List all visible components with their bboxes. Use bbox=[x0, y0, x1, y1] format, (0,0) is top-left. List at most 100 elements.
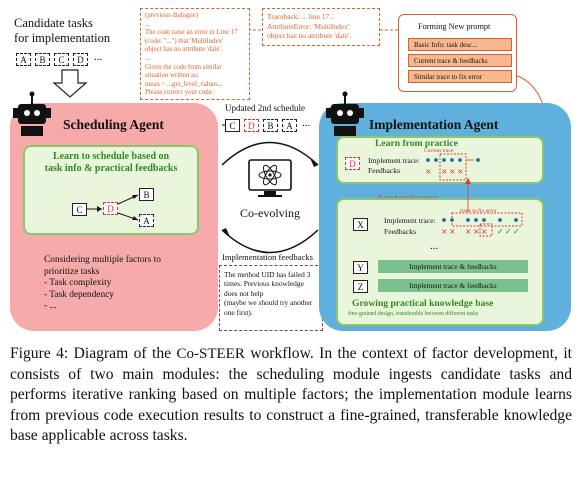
traceback-note: Traceback: ... line 17... AttributeError… bbox=[262, 8, 380, 46]
prompt-item-basic: Basic Info: task desc... bbox=[408, 38, 512, 51]
implementation-agent-title: Implementation Agent bbox=[369, 117, 499, 132]
schedule-task-d: D bbox=[244, 119, 259, 132]
feedback-note: The method UID has failed 3 times. Previ… bbox=[219, 265, 323, 331]
note-line: (previous dialogue) bbox=[145, 12, 199, 19]
schedule-task-c: C bbox=[225, 119, 240, 132]
svg-text:×: × bbox=[457, 167, 464, 176]
svg-text:✓: ✓ bbox=[505, 227, 512, 236]
candidate-task-b: B bbox=[35, 53, 50, 66]
note-line: object has no attribute 'date'. bbox=[145, 46, 223, 54]
graph-node-c: C bbox=[72, 203, 87, 216]
found-error-label: Found similar error bbox=[378, 193, 437, 202]
svg-text:×: × bbox=[425, 167, 432, 176]
graph-node-a: A bbox=[139, 214, 154, 227]
kb-task-z: Z bbox=[353, 280, 368, 293]
practice-line2: Feedbacks bbox=[368, 166, 401, 175]
candidate-line1: Candidate tasks bbox=[14, 16, 93, 30]
svg-text:×: × bbox=[481, 227, 488, 236]
candidate-task-c: C bbox=[54, 53, 69, 66]
factor-line: - ... bbox=[44, 301, 57, 312]
candidate-ellipsis: ... bbox=[94, 51, 103, 63]
caption-prefix: Figure 4: Diagram of the bbox=[10, 345, 177, 362]
learn-line: Learn to schedule based on bbox=[52, 151, 170, 162]
practice-line1: Implement trace: bbox=[368, 156, 420, 165]
svg-text:×: × bbox=[449, 167, 456, 176]
prompt-title: Forming New prompt bbox=[418, 22, 491, 31]
figure-caption: Figure 4: Diagram of the Co-STEER workfl… bbox=[10, 344, 572, 447]
note-line: (code: "...") that 'MultiIndex' bbox=[145, 37, 224, 45]
svg-text:✓: ✓ bbox=[497, 227, 504, 236]
kb-ellipsis: ... bbox=[430, 240, 439, 252]
note-line: situation written as: bbox=[145, 72, 199, 80]
updated-schedule-label: Updated 2nd schedule bbox=[225, 103, 305, 113]
note-line: AttributeError: 'MultiIndex' bbox=[267, 21, 350, 31]
current-trace-label: Current trace bbox=[424, 148, 454, 154]
graph-node-d: D bbox=[103, 202, 118, 215]
schedule-ellipsis: ... bbox=[302, 117, 311, 129]
trace-fix-label: trace to fix error bbox=[460, 208, 497, 214]
kb-x-line2: Feedbacks bbox=[384, 227, 417, 236]
schedule-task-a: A bbox=[282, 119, 297, 132]
svg-text:×: × bbox=[465, 227, 472, 236]
coevolving-label: Co-evolving bbox=[240, 206, 300, 220]
arrow-head-icon bbox=[310, 158, 318, 167]
candidate-line2: for implementation bbox=[14, 31, 111, 45]
schedule-learn-title: Learn to schedule based on task info & p… bbox=[30, 151, 192, 175]
kb-row-z: Implement trace & feedbacks bbox=[378, 279, 528, 292]
note-line: object has no attribute 'date'. bbox=[267, 31, 352, 41]
note-line: Traceback: ... line 17... bbox=[267, 12, 335, 21]
note-line: The code raise an error in Line 17 bbox=[145, 29, 238, 37]
practice-task-d: D bbox=[345, 157, 360, 170]
arrow-head-icon bbox=[222, 228, 230, 237]
kb-row-y: Implement trace & feedbacks bbox=[378, 260, 528, 273]
factor-line: - Task dependency bbox=[44, 289, 114, 300]
note-line: mean = ...get_level_values... bbox=[145, 80, 223, 88]
factor-line: prioritize tasks bbox=[44, 266, 100, 277]
feedback-line: one first). bbox=[224, 307, 253, 317]
svg-text:×: × bbox=[449, 227, 456, 236]
kb-subtitle: fine-grained design, transferable betwee… bbox=[348, 311, 479, 317]
kb-x-line1: Implement trace: bbox=[384, 216, 436, 225]
kb-task-y: Y bbox=[353, 261, 368, 274]
candidate-task-a: A bbox=[16, 53, 31, 66]
svg-text:×: × bbox=[473, 227, 480, 236]
factor-line: - Task complexity bbox=[44, 278, 112, 289]
kb-task-x: X bbox=[353, 218, 368, 231]
feedback-line: times. Previous knowledge bbox=[224, 279, 304, 289]
practice-title: Learn from practice bbox=[375, 138, 458, 149]
coevolve-arc-top bbox=[221, 141, 319, 166]
feedback-line: does not help bbox=[224, 288, 264, 298]
note-line: ... bbox=[145, 20, 151, 28]
dialogue-note: (previous dialogue) ... The code raise a… bbox=[140, 8, 250, 100]
svg-text:×: × bbox=[441, 167, 448, 176]
coevolve-arc-bottom bbox=[221, 229, 319, 254]
note-line: Please correct your code. bbox=[145, 89, 214, 97]
candidate-task-d: D bbox=[73, 53, 88, 66]
schedule-task-b: B bbox=[263, 119, 278, 132]
caption-code: Co-STEER bbox=[176, 346, 245, 362]
factor-line: Considering multiple factors to bbox=[44, 255, 161, 265]
hollow-down-arrow-icon bbox=[52, 69, 88, 98]
scheduling-agent-title: Scheduling Agent bbox=[63, 117, 164, 132]
note-line: ... bbox=[145, 54, 151, 62]
prompt-item-similar: Similar trace to fix error bbox=[408, 70, 512, 83]
schedule-learn-box bbox=[23, 145, 199, 235]
caption-suffix: workflow. In the context of factor devel… bbox=[10, 345, 572, 445]
feedback-line: (maybe we should try another bbox=[224, 298, 313, 308]
svg-text:×: × bbox=[441, 227, 448, 236]
prompt-item-current: Current trace & feedbacks bbox=[408, 54, 512, 67]
learn-line: task info & practical feedbacks bbox=[44, 163, 178, 174]
candidate-tasks-label: Candidate tasks for implementation bbox=[14, 16, 110, 46]
scheduling-factors: Considering multiple factors to prioriti… bbox=[44, 255, 161, 313]
graph-node-b: B bbox=[139, 188, 154, 201]
implementation-feedbacks-label: Implementation feedbacks bbox=[222, 252, 313, 262]
feedback-line: The method UID has failed 3 bbox=[224, 270, 311, 279]
note-line: Given the code from similar bbox=[145, 63, 222, 71]
kb-title: Growing practical knowledge base bbox=[352, 298, 494, 309]
